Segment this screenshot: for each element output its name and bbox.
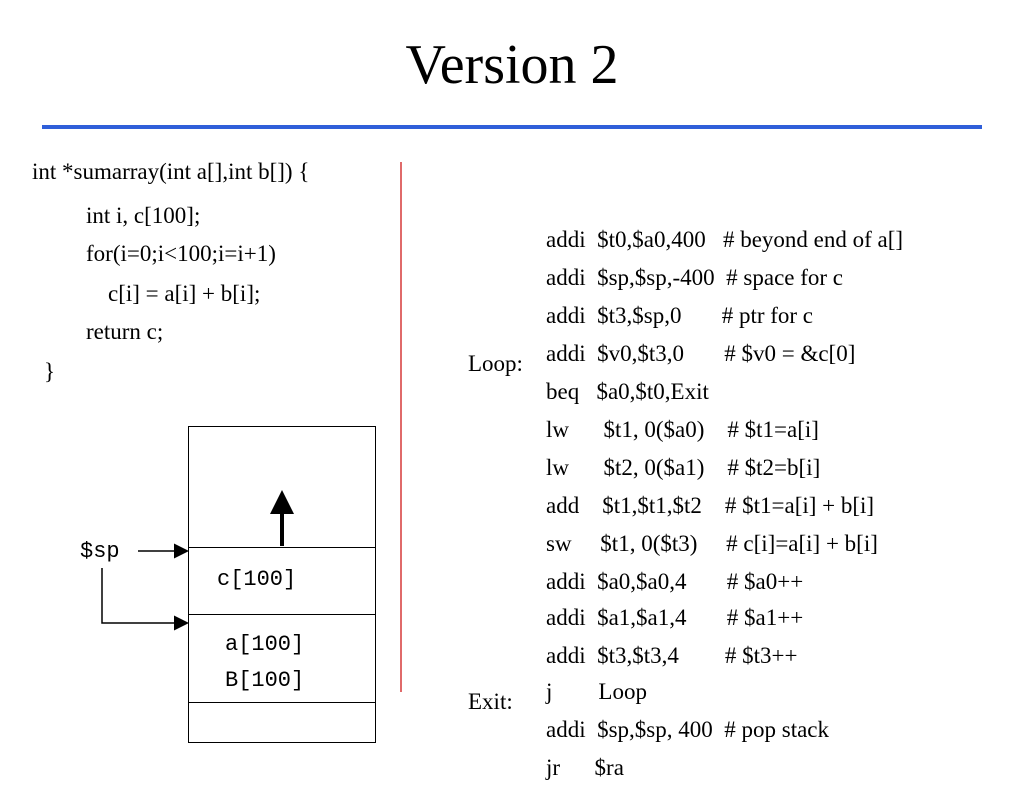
asm-code: j Loop [546,679,647,704]
asm-line: add $t1,$t1,$t2 # $t1=a[i] + b[i] [0,436,874,548]
c-code-line-1: int *sumarray(int a[],int b[]) { [32,159,310,184]
title-underline [42,125,982,129]
c-code-line-3: for(i=0;i<100;i=i+1) [86,241,276,266]
asm-code: addi $t3,$sp,0 # ptr for c [546,303,814,328]
sp-register-label: $sp [80,539,120,564]
asm-line: addi $a1,$a1,4 # $a1++ [0,548,803,660]
asm-label-loop: Loop: [468,351,523,376]
c-code-line-4: c[i] = a[i] + b[i]; [108,281,261,306]
stack-c-array-label: c[100] [217,567,297,592]
asm-line: addi $v0,$t3,0 # $v0 = &c[0] [0,284,855,396]
asm-label-exit: Exit: [468,689,513,714]
stack-divider-bottom [189,702,375,703]
stack-divider-top [189,547,375,548]
stack-a-array-label: a[100] [225,632,305,657]
asm-line: lw $t2, 0($a1) # $t2=b[i] [0,398,820,510]
asm-line: addi $t0,$a0,400 # beyond end of a[] [0,170,903,282]
asm-line: lw $t1, 0($a0) # $t1=a[i] [0,360,819,472]
stack-diagram: c[100] a[100] B[100] [188,426,376,743]
column-divider [400,162,402,692]
asm-code: lw $t2, 0($a1) # $t2=b[i] [546,455,821,480]
asm-code: lw $t1, 0($a0) # $t1=a[i] [546,417,819,442]
old-sp-pointer-arrow [101,568,189,631]
asm-code: addi $sp,$sp,-400 # space for c [546,265,844,290]
asm-line: addi $t3,$sp,0 # ptr for c [0,246,813,358]
asm-code: add $t1,$t1,$t2 # $t1=a[i] + b[i] [546,493,875,518]
stack-arrows [101,490,294,631]
asm-code: addi $v0,$t3,0 # $v0 = &c[0] [546,341,856,366]
asm-line: sw $t1, 0($t3) # c[i]=a[i] + b[i] [0,474,878,586]
slide-title: Version 2 [405,34,619,96]
asm-code: sw $t1, 0($t3) # c[i]=a[i] + b[i] [546,531,878,556]
stack-b-array-label: B[100] [225,668,305,693]
asm-line: Exit: addi $sp,$sp, 400 # pop stack [0,660,829,772]
c-code-line-6: } [44,359,56,384]
asm-line: addi $a0,$a0,4 # $a0++ [0,512,803,624]
stack-divider-middle [189,614,375,615]
asm-code: addi $sp,$sp, 400 # pop stack [546,717,830,742]
c-code-line-5: return c; [86,319,164,344]
asm-line: j Loop [0,622,647,734]
asm-line: Loop: beq $a0,$t0,Exit [0,322,709,434]
asm-code: addi $t3,$t3,4 # $t3++ [546,643,798,668]
c-code-line-2: int i, c[100]; [86,203,201,228]
asm-line: addi $sp,$sp,-400 # space for c [0,208,843,320]
asm-code: addi $t0,$a0,400 # beyond end of a[] [546,227,904,252]
asm-code: addi $a0,$a0,4 # $a0++ [546,569,804,594]
asm-code: addi $a1,$a1,4 # $a1++ [546,605,804,630]
asm-line: addi $t3,$t3,4 # $t3++ [0,586,797,698]
asm-code: beq $a0,$t0,Exit [546,379,709,404]
